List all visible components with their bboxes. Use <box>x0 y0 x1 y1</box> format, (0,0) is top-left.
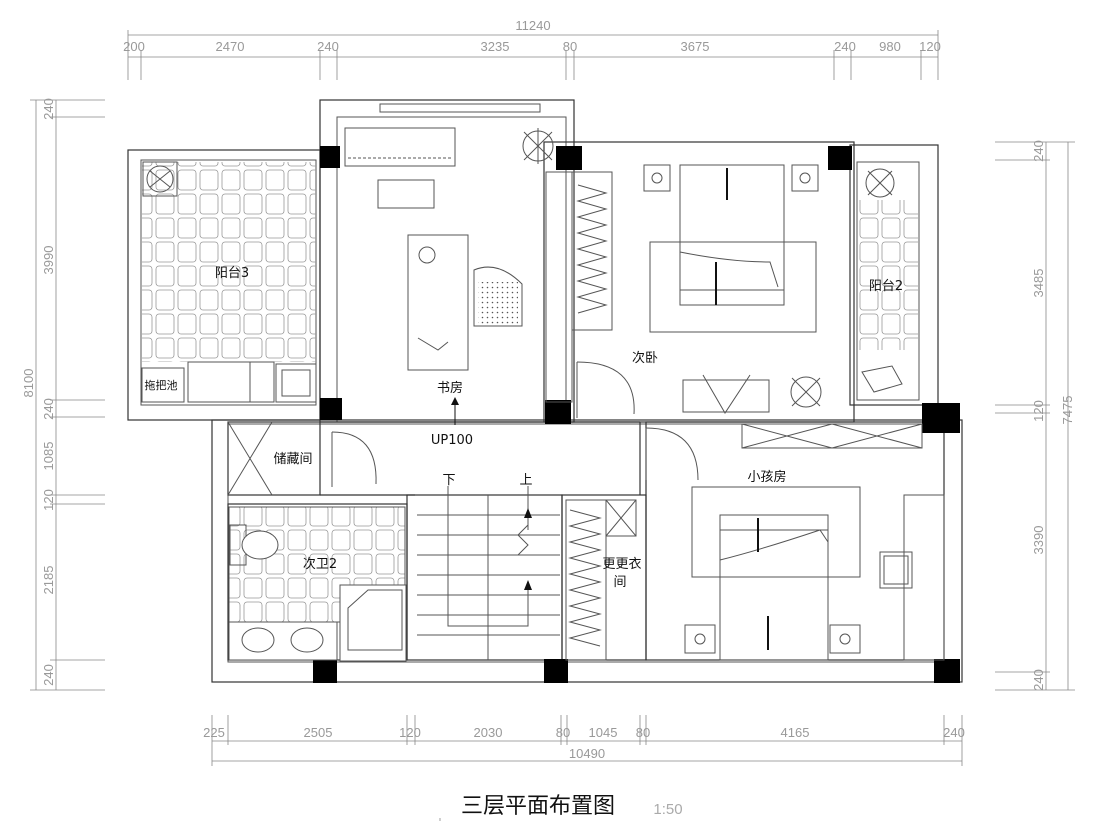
dim-bottom-seg: 2030 <box>474 725 503 740</box>
dim-bottom-seg: 80 <box>556 725 570 740</box>
dim-top-seg: 980 <box>879 39 901 54</box>
dim-right-seg: 240 <box>1031 669 1046 691</box>
dim-left-seg: 240 <box>41 398 56 420</box>
balcony2-plant-icon <box>865 168 895 198</box>
room-label-dressing-line1: 更更衣 <box>602 556 641 572</box>
storage-door <box>331 431 377 487</box>
stair-label-up: 上 <box>519 473 532 488</box>
structural-columns <box>313 146 960 683</box>
study-chair <box>478 282 518 324</box>
bedroom2-plant-icon <box>790 376 822 408</box>
room-label-balcony3: 阳台3 <box>215 266 249 281</box>
kids-door <box>645 427 699 481</box>
study-furniture <box>344 103 541 371</box>
up-arrow-icon <box>451 397 459 405</box>
dim-left-seg: 240 <box>41 664 56 686</box>
dim-bottom-seg: 80 <box>636 725 650 740</box>
room-label-balcony2: 阳台2 <box>869 279 903 294</box>
dim-left-seg: 1085 <box>41 442 56 471</box>
bedroom2-door <box>576 361 635 418</box>
balcony3-plant-icon <box>142 161 178 197</box>
dim-top-seg: 200 <box>123 39 145 54</box>
bath-fixtures <box>228 506 407 662</box>
drawing-scale: 1:50 <box>653 801 682 818</box>
dim-left-seg: 120 <box>41 489 56 511</box>
dim-right-seg: 3390 <box>1031 526 1046 555</box>
balcony2-floor-tiles <box>858 200 918 350</box>
balcony3-laundry <box>187 361 317 403</box>
dim-right-seg: 3485 <box>1031 269 1046 298</box>
dim-top-total: 11240 <box>515 18 550 33</box>
dim-bottom-seg: 4165 <box>781 725 810 740</box>
stair-up-arrow-icon <box>524 508 532 518</box>
room-label-kids: 小孩房 <box>747 469 786 485</box>
dim-bottom-seg: 225 <box>203 725 225 740</box>
room-label-bath2: 次卫2 <box>303 556 337 572</box>
dim-top-seg: 240 <box>834 39 856 54</box>
top-dimension-chain: 11240 200 2470 240 3235 80 3675 240 980 … <box>123 18 941 80</box>
dim-top-seg: 2470 <box>216 39 245 54</box>
balcony3-floor-tiles <box>142 162 316 362</box>
dim-left-seg: 240 <box>41 98 56 120</box>
stair-label-down: 下 <box>442 473 455 488</box>
staircase <box>417 486 560 660</box>
dim-left-seg: 3990 <box>41 246 56 275</box>
left-dimension-chain: 240 3990 240 1085 120 2185 240 8100 <box>21 98 105 691</box>
mop-sink <box>141 367 185 403</box>
room-label-dressing-line2: 间 <box>613 575 626 590</box>
dim-top-seg: 240 <box>317 39 339 54</box>
dressing-wardrobe <box>565 499 637 661</box>
drawing-title: 三层平面布置图 <box>461 794 615 819</box>
bedroom2-wardrobe <box>545 171 613 403</box>
dim-right-seg: 120 <box>1031 400 1046 422</box>
mop-sink-label: 拖把池 <box>145 378 178 392</box>
dim-left-seg: 2185 <box>41 566 56 595</box>
dim-right-total: 7475 <box>1060 396 1075 425</box>
kids-bed <box>684 486 945 661</box>
dim-top-seg: 80 <box>563 39 577 54</box>
dim-bottom-seg: 2505 <box>304 725 333 740</box>
dim-left-total: 8100 <box>21 369 36 398</box>
dim-bottom-seg: 1045 <box>589 725 618 740</box>
bottom-dimension-chain: 225 2505 120 2030 80 1045 80 4165 240 10… <box>203 715 965 766</box>
dim-bottom-seg: 120 <box>399 725 421 740</box>
dim-right-seg: 240 <box>1031 140 1046 162</box>
right-dimension-chain: 240 3485 120 3390 240 7475 <box>995 140 1075 691</box>
stair-down-arrow-icon <box>524 580 532 590</box>
room-label-bedroom2: 次卧 <box>632 350 658 366</box>
dim-bottom-total: 10490 <box>569 746 605 761</box>
bedroom2-bed <box>643 164 819 414</box>
study-plant-icon <box>522 128 554 164</box>
room-label-study: 书房 <box>437 380 463 396</box>
room-label-storage: 储藏间 <box>273 452 312 467</box>
dim-bottom-seg: 240 <box>943 725 965 740</box>
dim-top-seg: 3235 <box>481 39 510 54</box>
dim-top-seg: 3675 <box>681 39 710 54</box>
room-label-up100: UP100 <box>431 433 473 448</box>
dim-top-seg: 120 <box>919 39 941 54</box>
kids-wardrobe <box>741 423 923 449</box>
balcony2-chair <box>861 365 903 393</box>
